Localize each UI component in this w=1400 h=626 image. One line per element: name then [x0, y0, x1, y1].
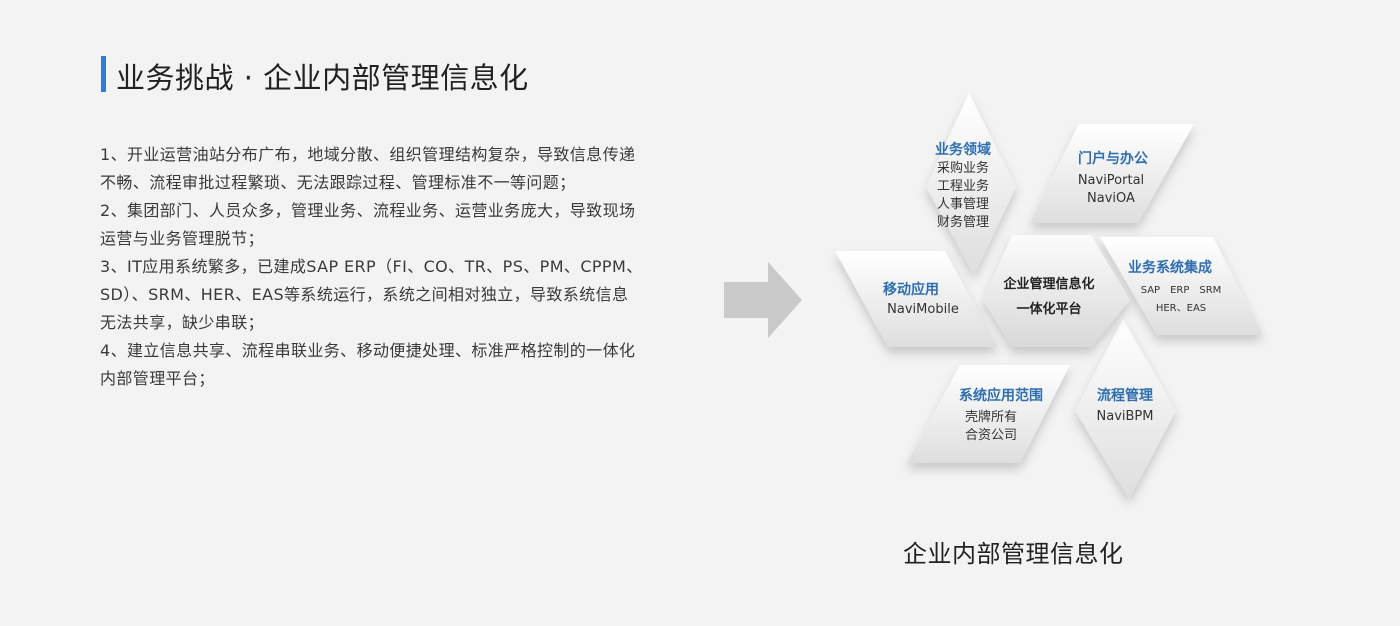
- petal-integration: 业务系统集成 SAP ERP SRM HER、EAS: [1100, 237, 1263, 335]
- petal-item: 合资公司: [965, 428, 1017, 443]
- diagram-caption: 企业内部管理信息化: [903, 540, 1124, 568]
- challenge-item-1: 1、开业运营油站分布广布，地域分散、组织管理结构复杂，导致信息传递 不畅、流程审…: [100, 145, 636, 192]
- petal-item: NaviOA: [1087, 191, 1135, 206]
- petal-title: 移动应用: [883, 281, 939, 298]
- petal-item: NaviPortal: [1078, 173, 1144, 188]
- petal-item: NaviBPM: [1097, 409, 1154, 424]
- petal-bpm: 流程管理 NaviBPM: [1075, 319, 1176, 499]
- challenge-item-3: 3、IT应用系统繁多，已建成SAP ERP（FI、CO、TR、PS、PM、CPP…: [100, 257, 643, 332]
- petal-title: 系统应用范围: [959, 387, 1043, 404]
- petal-item: 财务管理: [937, 214, 989, 230]
- center-line-1: 企业管理信息化: [1002, 276, 1094, 292]
- challenge-list: 1、开业运营油站分布广布，地域分散、组织管理结构复杂，导致信息传递 不畅、流程审…: [100, 141, 690, 393]
- petal-scope: 系统应用范围 壳牌所有 合资公司: [907, 365, 1070, 463]
- petal-title: 业务领域: [935, 141, 991, 158]
- petal-item: 工程业务: [937, 178, 989, 194]
- petal-business-domain: 业务领域 采购业务 工程业务 人事管理 财务管理: [926, 93, 1016, 275]
- petal-item: 人事管理: [937, 197, 989, 212]
- petal-item: 壳牌所有: [965, 409, 1017, 425]
- challenge-item-4: 4、建立信息共享、流程串联业务、移动便捷处理、标准严格控制的一体化 内部管理平台…: [100, 341, 636, 388]
- petal-mobile: 移动应用 NaviMobile: [835, 251, 998, 347]
- petal-item: 采购业务: [937, 160, 989, 176]
- petal-item: HER、EAS: [1156, 303, 1206, 314]
- petal-title: 业务系统集成: [1128, 259, 1212, 276]
- petal-item: SAP ERP SRM: [1141, 285, 1222, 296]
- challenge-item-2: 2、集团部门、人员众多，管理业务、流程业务、运营业务庞大，导致现场 运营与业务管…: [100, 201, 636, 248]
- integration-diagram: 业务领域 采购业务 工程业务 人事管理 财务管理 门户与办公 NaviPorta…: [835, 93, 1263, 499]
- title-accent-bar: [101, 56, 106, 92]
- center-line-2: 一体化平台: [1016, 301, 1081, 317]
- right-arrow-icon: [724, 262, 802, 338]
- center-hexagon: 企业管理信息化 一体化平台: [983, 235, 1130, 347]
- petal-title: 流程管理: [1097, 387, 1153, 404]
- petal-portal: 门户与办公 NaviPortal NaviOA: [1030, 124, 1194, 223]
- petal-title: 门户与办公: [1078, 150, 1148, 167]
- page-title: 业务挑战 · 企业内部管理信息化: [116, 61, 529, 95]
- petal-item: NaviMobile: [887, 302, 959, 317]
